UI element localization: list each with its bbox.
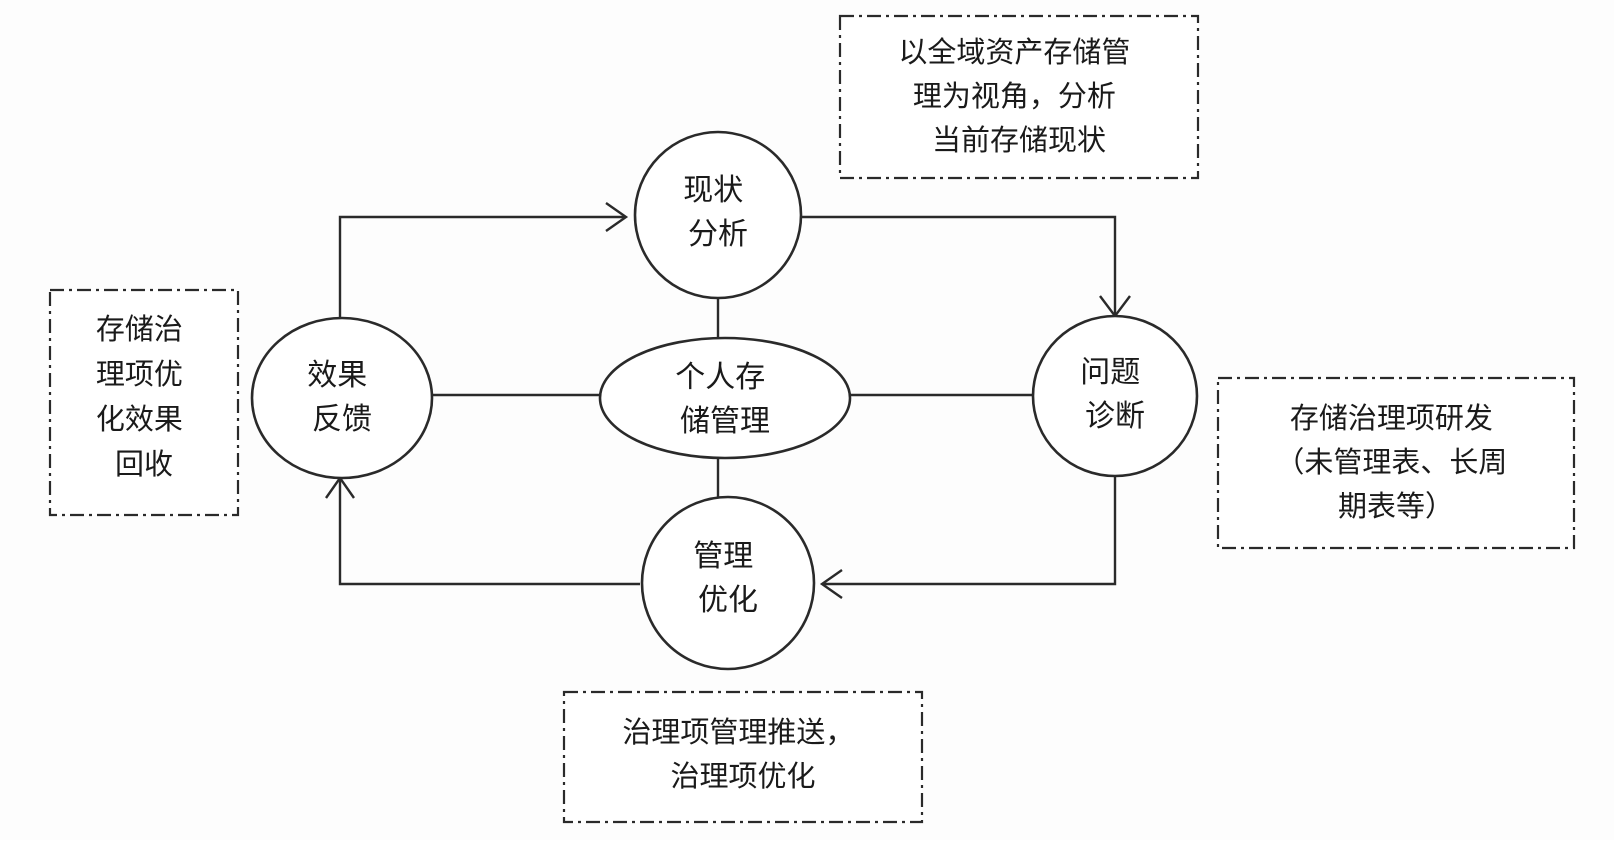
node-center-label: 个人存 储管理 <box>675 360 775 439</box>
node-diagnosis-shape <box>1031 314 1199 478</box>
node-feedback-line-1: 效果 <box>307 358 367 393</box>
node-analysis-shape <box>633 130 803 300</box>
node-optimize-label: 管理 优化 <box>693 539 763 618</box>
note-diagnosis-text: 存储治理项研发 （未管理表、长周 期表等） <box>1275 401 1516 523</box>
node-problem-diagnosis: 问题 诊断 <box>1031 314 1199 478</box>
note-effect-feedback: 存储治 理项优 化效果 回收 <box>48 288 240 517</box>
node-optimize-line-2: 优化 <box>698 583 758 618</box>
node-analysis-line-1: 现状 <box>683 173 743 208</box>
connector-analysis-to-diagnosis <box>800 215 1117 316</box>
note-optimize-line-2: 治理项优化 <box>670 759 815 793</box>
note-feedback-line-1: 存储治 <box>96 312 183 346</box>
node-feedback-shape <box>250 316 434 480</box>
node-effect-feedback: 效果 反馈 <box>250 316 434 480</box>
note-optimize-box <box>562 690 924 824</box>
note-management-optimization: 治理项管理推送， 治理项优化 <box>562 690 924 824</box>
node-analysis-line-2: 分析 <box>688 217 748 252</box>
node-feedback-label: 效果 反馈 <box>307 358 377 437</box>
note-analysis-line-3: 当前存储现状 <box>932 123 1106 157</box>
node-optimize-line-1: 管理 <box>693 539 753 574</box>
note-feedback-line-4: 回收 <box>115 447 173 481</box>
note-diagnosis-line-3: 期表等） <box>1338 489 1454 523</box>
connector-diagnosis-to-optimize <box>822 476 1117 586</box>
note-feedback-box <box>48 288 240 517</box>
node-analysis-label: 现状 分析 <box>683 173 753 252</box>
node-center-line-1: 个人存 <box>675 360 765 395</box>
note-feedback-line-2: 理项优 <box>96 357 183 391</box>
flow-connectors <box>325 202 1131 599</box>
node-diagnosis-label: 问题 诊断 <box>1080 355 1150 434</box>
node-personal-storage-management: 个人存 储管理 <box>598 336 852 460</box>
note-problem-diagnosis: 存储治理项研发 （未管理表、长周 期表等） <box>1216 376 1576 550</box>
node-feedback-line-2: 反馈 <box>312 402 372 437</box>
note-analysis-line-1: 以全域资产存储管 <box>898 35 1130 69</box>
node-center-shape <box>598 336 852 460</box>
note-feedback-text: 存储治 理项优 化效果 回收 <box>96 312 192 481</box>
note-diagnosis-line-1: 存储治理项研发 <box>1290 401 1493 435</box>
note-optimize-text: 治理项管理推送， 治理项优化 <box>622 715 863 793</box>
arrow-head-into-optimize <box>819 569 843 599</box>
note-analysis-text: 以全域资产存储管 理为视角，分析 当前存储现状 <box>898 35 1139 157</box>
note-feedback-line-3: 化效果 <box>96 402 183 436</box>
note-analysis-line-2: 理为视角，分析 <box>913 79 1116 113</box>
node-center-line-2: 储管理 <box>680 404 770 439</box>
connector-feedback-to-analysis <box>338 215 626 320</box>
node-status-analysis: 现状 分析 <box>633 130 803 300</box>
note-diagnosis-box <box>1216 376 1576 550</box>
note-optimize-line-1: 治理项管理推送， <box>622 715 854 749</box>
connector-optimize-to-feedback <box>338 478 640 586</box>
arrow-head-into-analysis <box>605 202 629 232</box>
node-management-optimization: 管理 优化 <box>640 495 816 671</box>
note-status-analysis: 以全域资产存储管 理为视角，分析 当前存储现状 <box>838 14 1200 180</box>
note-analysis-box <box>838 14 1200 180</box>
node-optimize-shape <box>640 495 816 671</box>
note-diagnosis-line-2: （未管理表、长周 <box>1275 445 1507 479</box>
node-diagnosis-line-1: 问题 <box>1080 355 1140 390</box>
node-diagnosis-line-2: 诊断 <box>1085 399 1145 434</box>
